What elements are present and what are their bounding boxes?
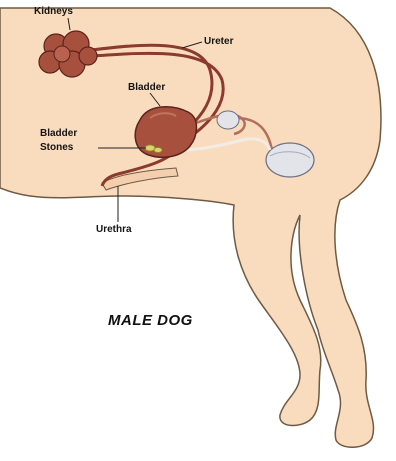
diagram-title: MALE DOG — [108, 312, 193, 329]
label-bladder: Bladder — [128, 82, 165, 93]
label-urethra: Urethra — [96, 224, 132, 235]
dog-body — [0, 8, 381, 447]
label-bladder-stones-1: Bladder — [40, 128, 77, 139]
prostate — [217, 111, 239, 129]
bladder — [135, 107, 196, 158]
label-kidneys: Kidneys — [34, 6, 73, 17]
label-ureter: Ureter — [204, 36, 233, 47]
testis — [266, 143, 314, 177]
label-bladder-stones-2: Stones — [40, 142, 73, 153]
